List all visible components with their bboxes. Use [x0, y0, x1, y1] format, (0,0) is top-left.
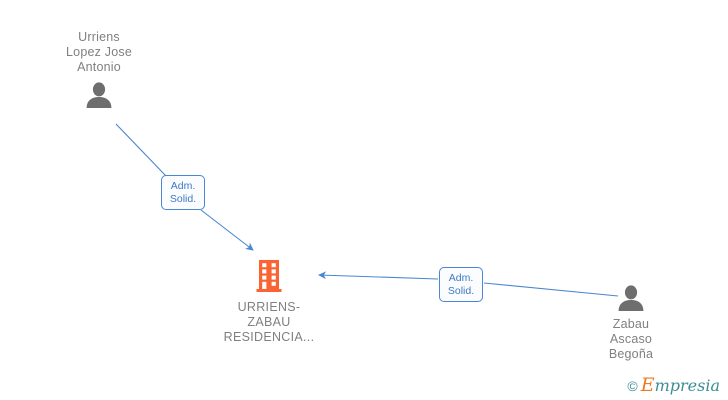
person-right-label: Zabau Ascaso Begoña: [608, 317, 654, 361]
person-icon: [84, 82, 114, 108]
brand-rest: mpresia: [654, 376, 720, 395]
brand-logo: Empresia: [640, 374, 720, 396]
node-company[interactable]: URRIENS- ZABAU RESIDENCIA...: [199, 259, 339, 345]
brand-initial: E: [640, 374, 655, 396]
edge-label-left[interactable]: Adm. Solid.: [161, 175, 205, 210]
node-person-right[interactable]: Zabau Ascaso Begoña: [561, 285, 701, 362]
watermark: © Empresia: [627, 374, 720, 396]
building-icon: [256, 259, 282, 293]
person-icon: [616, 285, 646, 311]
node-person-left[interactable]: Urriens Lopez Jose Antonio: [29, 30, 169, 108]
company-label: URRIENS- ZABAU RESIDENCIA...: [223, 300, 315, 344]
edge-label-right[interactable]: Adm. Solid.: [439, 267, 483, 302]
copyright-icon: ©: [627, 377, 638, 394]
person-left-label: Urriens Lopez Jose Antonio: [66, 30, 132, 74]
